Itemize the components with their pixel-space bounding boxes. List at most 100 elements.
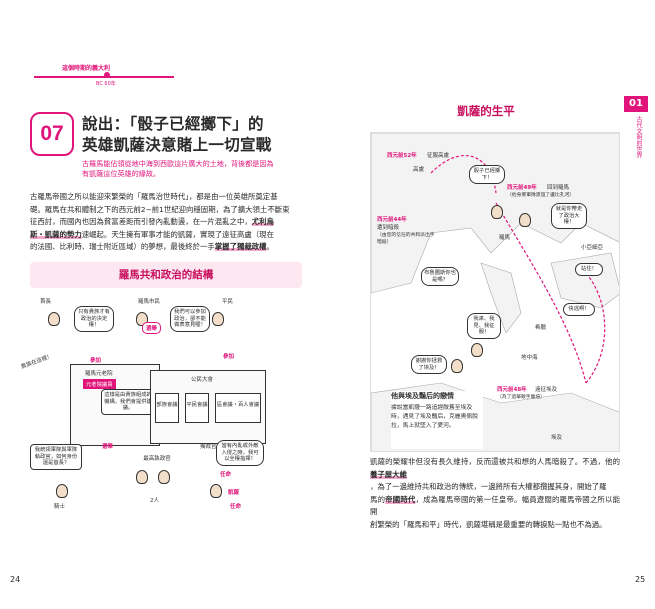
cleo-title: 他與埃及豔后的戀情: [391, 392, 454, 400]
event-text: 回到羅馬: [547, 185, 570, 191]
label-citizens: 羅馬市民: [138, 299, 161, 305]
note-nobles-here: 貴族在這裡！: [20, 353, 54, 371]
bubble-veni-vidi: 我來、我見、我征服！: [467, 313, 501, 339]
event-text: 征服高盧: [427, 153, 450, 159]
body-bold: 帝國時代: [385, 494, 416, 504]
page-number: 24: [10, 575, 21, 584]
consul-label: 最高執政官: [143, 456, 171, 462]
side-label: 古代文明的世界: [635, 116, 642, 158]
figure-consul: [158, 470, 170, 484]
timeline-label: 這個時期的義大利: [62, 65, 111, 72]
body-line: 速崛起。天生擁有軍事才能的凱薩，實現了遠征高盧（現在: [81, 229, 274, 239]
body-line: 創繁榮的「羅馬和平」時代，凱薩堪稱是最重要的轉捩點一點也不為過。: [370, 519, 607, 529]
dictator-label: 獨裁官: [200, 444, 217, 450]
bubble-stop: 站住！: [575, 263, 603, 276]
section-header: 凱薩的生平: [366, 96, 606, 126]
figure-consul: [136, 470, 148, 484]
body-text: 凱薩的榮耀非但沒有長久維持，反而還被共和想的人馬暗殺了。不過，他的養子屋大維 ，…: [370, 456, 620, 532]
event-date: 西元前44年: [377, 217, 407, 223]
body-line: 凱薩的榮耀非但沒有長久維持，反而還被共和想的人馬暗殺了。不過，他的: [370, 457, 620, 466]
senate-building: 羅馬元老院 元老院議員 這樣是由貴族組成的機構，我們會提供建議。: [70, 364, 160, 446]
figure-knight: [56, 484, 68, 498]
event-date: 西元前48年: [497, 387, 527, 393]
body-line: ，為了一邊維持共和政治的傳統，一邊將所有大權都攬握其身，開始了羅: [370, 482, 607, 492]
page-number: 25: [635, 575, 646, 584]
body-line: 古羅馬帝國之所以能迎來繁榮的「羅馬治世時代」，都是由一位英雄所奠定基: [30, 192, 278, 201]
body-text: 古羅馬帝國之所以能迎來繁榮的「羅馬治世時代」，都是由一位英雄所奠定基 礎。羅馬在…: [30, 191, 302, 254]
event-date: 西元前49年: [507, 185, 537, 191]
map-label-sea: 地中海: [521, 355, 538, 361]
timeline-marker: [104, 72, 110, 78]
bubble-plebs: 我們可以參加政治，卻不能做表意見喔！: [170, 306, 210, 332]
body-line: 馬的: [370, 494, 386, 504]
label-election: 選舉: [142, 322, 162, 334]
label-chief: 首長: [40, 299, 52, 305]
section-title: 凱薩的生平: [457, 104, 515, 118]
bubble-dictator: 當有內亂或外敵入侵之時，我可以全權指揮！: [216, 440, 264, 466]
label-appoint: 任命: [230, 504, 242, 510]
event-note: （他身要軍隊渡過了盧比孔河）: [507, 193, 575, 198]
bubble-run: 快逃啊！: [563, 303, 595, 316]
label-knight: 騎士: [54, 504, 66, 510]
event-text: 遠征埃及: [535, 387, 558, 393]
body-line: ，成為羅馬帝國的第一任皇帝。幅員遼闊的羅馬帝國之所以能開: [370, 494, 620, 517]
section-title: 羅馬共和政治的結構: [118, 269, 214, 281]
figure-caesar: [471, 343, 483, 357]
timeline-marker-label: BC 60年: [96, 81, 116, 87]
figure-chief: [48, 312, 60, 326]
body-line: 的法國、比利時、瑞士附近區域）的夢想，最後終於一手: [30, 242, 215, 252]
bubble-die-cast: 骰子已經擲下！: [469, 165, 505, 184]
side-number: 01: [624, 96, 648, 112]
assembly-building: 公民大會 部族會議 平民會議 區會議・百人會議: [150, 370, 266, 444]
label-appoint: 任命: [220, 472, 232, 478]
senate-label: 羅馬元老院: [85, 371, 113, 377]
figure-caesar: [210, 484, 222, 498]
body-bold: 養子屋大維: [370, 469, 407, 479]
map: 高盧 羅馬 地中海 埃及 小亞細亞 希臘 西元前52年 征服高盧 西元前49年 …: [370, 132, 620, 452]
event-note: （由您的信任的共和派出手暗殺）: [377, 233, 435, 245]
figure-soldier: [519, 213, 531, 227]
map-label-greece: 希臘: [535, 325, 547, 331]
label-join: 參加: [90, 358, 102, 364]
chapter-subtitle-line2: 有凱薩這位英雄的緣故。: [82, 169, 161, 178]
politics-diagram: 首長 羅馬市民 平民 只有貴族才有政治的決定權！ 我們可以參加政治，卻不能做表意…: [20, 292, 302, 517]
map-label-rome: 羅馬: [499, 235, 511, 241]
left-page: 這個時期的義大利 BC 60年 07 說出：「骰子已經擲下」的 英雄凱薩決意賭上…: [10, 55, 302, 584]
assembly-label: 公民大會: [191, 377, 214, 383]
timeline: 這個時期的義大利 BC 60年: [34, 55, 184, 91]
consul-count: 2人: [150, 498, 159, 504]
figure-caesar: [491, 205, 503, 219]
body-line: 礎。羅馬在共和體制之下的西元前2∼前1世紀迎向穩固期，為了擴大領土不斷東: [30, 204, 290, 214]
bubble-brutus: 布魯圖斯你也是嗎？: [421, 267, 459, 286]
consul-group: 最高執政官 2人: [122, 454, 192, 504]
senate-text: 這樣是由貴族組成的機構，我們會提供建議。: [101, 389, 155, 415]
map-label-egypt: 埃及: [551, 435, 563, 441]
body-line: 征西討，而國內也因為貧富差距而引發內亂動盪，在一片混亂之中，: [30, 217, 252, 227]
label-join: 參加: [223, 354, 235, 360]
bubble-thanks: 謝謝你拯救了埃及！: [411, 355, 447, 374]
cleopatra-box: 他與埃及豔后的戀情 據說當凱薩一路追趕敵舊至埃及時，遇見了埃及豔后，克麗奧佩脫拉…: [391, 391, 483, 449]
event-note: （為了追擊敵手龐培）: [497, 395, 545, 400]
cleo-text: 據說當凱薩一路追趕敵舊至埃及時，遇見了埃及豔后，克麗奧佩脫拉，馬上就墜入了愛河。: [391, 405, 478, 429]
senate-box: 元老院議員: [83, 379, 116, 389]
map-label-gaul: 高盧: [413, 167, 425, 173]
label-caesar: 凱薩: [228, 490, 240, 496]
event-date: 西元前52年: [387, 153, 417, 159]
body-bold: 尤利烏: [251, 217, 274, 227]
body-bold: 掌握了獨裁政權: [214, 242, 267, 252]
bubble-power: 就是你帶走了政治大權！: [551, 203, 587, 229]
map-label-asia-minor: 小亞細亞: [581, 245, 604, 251]
chapter-number: 07: [40, 122, 64, 145]
event-text: 遭到暗殺: [377, 225, 400, 231]
bubble-nobles: 只有貴族才有政治的決定權！: [74, 306, 114, 332]
assembly-plebeian: 平民會議: [185, 393, 209, 423]
body-bold: 斯・凱薩的勢力: [30, 229, 82, 239]
figure-cleopatra: [451, 359, 463, 373]
chapter-title-line2: 英雄凱薩決意賭上一切宣戰: [82, 136, 272, 154]
assembly-centuriate: 區會議・百人會議: [215, 393, 261, 423]
section-header: 羅馬共和政治的結構: [30, 262, 302, 288]
label-election: 選舉: [102, 444, 114, 450]
label-plebs: 平民: [222, 299, 234, 305]
chapter-title-line1: 說出：「骰子已經擲下」的: [82, 115, 264, 133]
figure-pleb: [212, 312, 224, 326]
